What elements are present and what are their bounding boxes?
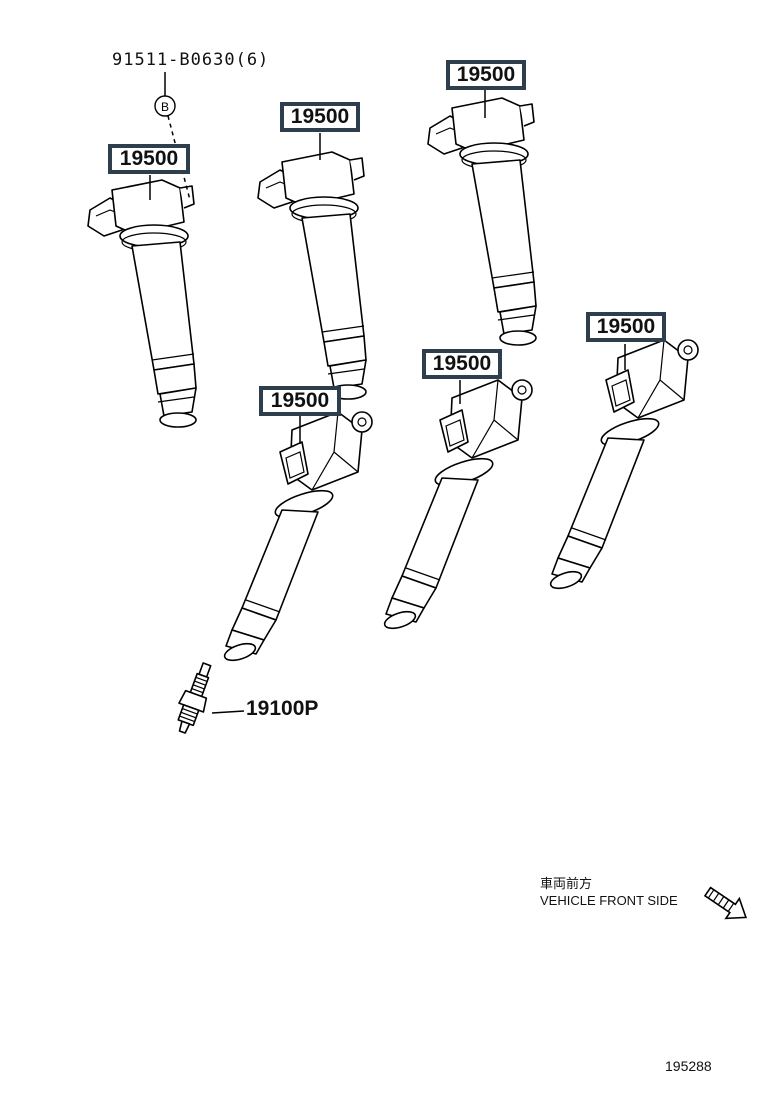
callout-coil-5[interactable]: 19500 bbox=[422, 349, 502, 379]
ignition-coil-2[interactable] bbox=[257, 151, 367, 400]
spark-plug-part-number[interactable]: 19100P bbox=[246, 697, 319, 720]
arrow-down-right-icon bbox=[703, 886, 748, 920]
ignition-coil-1[interactable] bbox=[87, 179, 197, 428]
ignition-coil-4[interactable] bbox=[221, 411, 373, 665]
vehicle-front-label-en: VEHICLE FRONT SIDE bbox=[540, 893, 678, 908]
callout-coil-2[interactable]: 19500 bbox=[280, 102, 360, 132]
ignition-coil-3[interactable] bbox=[427, 97, 537, 346]
ignition-coil-6[interactable] bbox=[547, 339, 699, 593]
spark-plug[interactable] bbox=[170, 660, 219, 737]
callout-coil-1[interactable]: 19500 bbox=[108, 144, 190, 174]
fastener-part-number[interactable]: 91511-B0630(6) bbox=[112, 50, 270, 70]
leader-spark-plug bbox=[211, 710, 245, 714]
callout-coil-4[interactable]: 19500 bbox=[259, 386, 341, 416]
fastener-marker-circle bbox=[154, 95, 176, 117]
ignition-coil-5[interactable] bbox=[381, 379, 533, 633]
callout-coil-6[interactable]: 19500 bbox=[586, 312, 666, 342]
callout-coil-3[interactable]: 19500 bbox=[446, 60, 526, 90]
illustration-reference-number: 195288 bbox=[665, 1058, 712, 1074]
fastener-marker-letter: B bbox=[161, 100, 169, 114]
vehicle-front-label-ja: 車両前方 bbox=[540, 876, 593, 891]
